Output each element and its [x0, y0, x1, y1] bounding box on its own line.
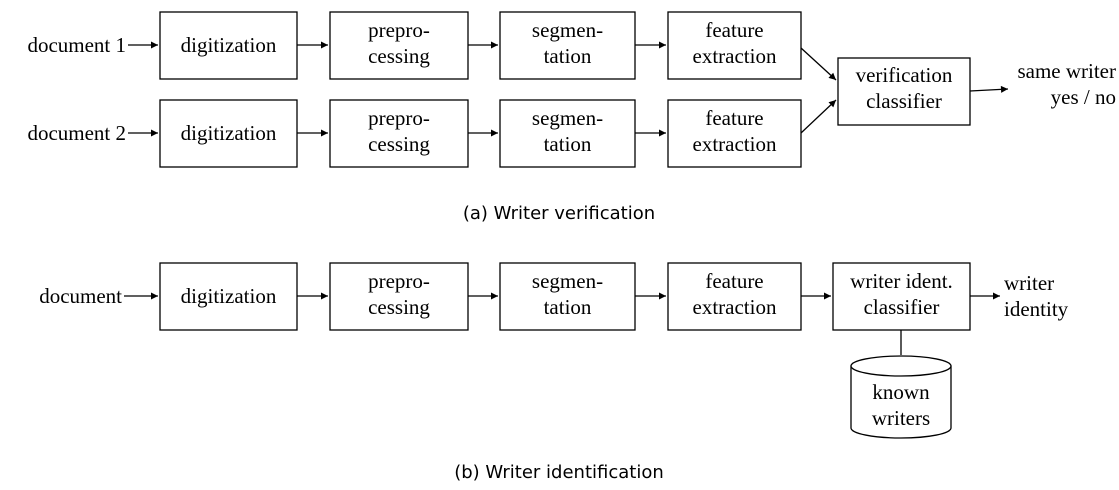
preprocessing-box-row2: [329, 99, 469, 168]
verification-classifier-label-line1: verification: [856, 63, 953, 87]
segmentation-label-line1: segmen-: [532, 269, 603, 293]
feature-extraction-label-line1-row1: feature: [705, 18, 763, 42]
digitization-box: [159, 262, 298, 331]
feature-extraction-box: [667, 262, 802, 331]
feature-extraction-box-row1: [667, 11, 802, 80]
preprocessing-label-line1: prepro-: [368, 269, 430, 293]
verification-output-line2: yes / no: [1051, 85, 1116, 109]
input-document-label: document: [39, 284, 122, 308]
known-writers-database-icon: [850, 355, 952, 439]
feature-extraction-label-line2-row2: extraction: [693, 132, 777, 156]
segmentation-box-row1: [499, 11, 636, 80]
database-label-line1: known: [872, 380, 930, 404]
identification-output-line1: writer: [1004, 271, 1054, 295]
segmentation-box: [499, 262, 636, 331]
segmentation-label-line2: tation: [544, 295, 592, 319]
database-label-line2: writers: [872, 406, 930, 430]
preprocessing-label-line1-row1: prepro-: [368, 18, 430, 42]
identification-caption: (b) Writer identification: [454, 462, 664, 483]
identification-output-line2: identity: [1004, 297, 1069, 321]
digitization-label-row2: digitization: [181, 121, 277, 145]
preprocessing-label-line1-row2: prepro-: [368, 106, 430, 130]
writer-ident-classifier-label-line2: classifier: [864, 295, 940, 319]
preprocessing-label-line2: cessing: [368, 295, 430, 319]
verification-diagram: document 1 digitization prepro- cessing …: [27, 11, 1116, 224]
arrow-feature-row2-to-classifier: [800, 99, 837, 134]
feature-extraction-label-line1: feature: [705, 269, 763, 293]
preprocessing-box-row1: [329, 11, 469, 80]
feature-extraction-label-line2: extraction: [693, 295, 777, 319]
segmentation-label-line2-row1: tation: [544, 44, 592, 68]
segmentation-label-line1-row1: segmen-: [532, 18, 603, 42]
preprocessing-label-line2-row1: cessing: [368, 44, 430, 68]
arrow-feature-row1-to-classifier: [800, 47, 837, 81]
feature-extraction-box-row2: [667, 99, 802, 168]
segmentation-label-line2-row2: tation: [544, 132, 592, 156]
feature-extraction-label-line1-row2: feature: [705, 106, 763, 130]
identification-diagram: document digitization prepro- cessing se…: [39, 262, 1069, 483]
writer-ident-classifier-label-line1: writer ident.: [850, 269, 953, 293]
verification-caption: (a) Writer verification: [463, 203, 655, 224]
writer-ident-classifier-box: [832, 262, 971, 331]
verification-classifier-box: [837, 57, 971, 126]
input-document-2-label: document 2: [27, 121, 126, 145]
verification-classifier-label-line2: classifier: [866, 89, 942, 113]
digitization-box-row2: [159, 99, 298, 168]
verification-output-line1: same writer: [1017, 59, 1116, 83]
feature-extraction-label-line2-row1: extraction: [693, 44, 777, 68]
digitization-label: digitization: [181, 284, 277, 308]
preprocessing-box: [329, 262, 469, 331]
preprocessing-label-line2-row2: cessing: [368, 132, 430, 156]
arrow-classifier-to-output: [969, 85, 1009, 93]
digitization-label-row1: digitization: [181, 33, 277, 57]
segmentation-label-line1-row2: segmen-: [532, 106, 603, 130]
input-document-1-label: document 1: [27, 33, 126, 57]
